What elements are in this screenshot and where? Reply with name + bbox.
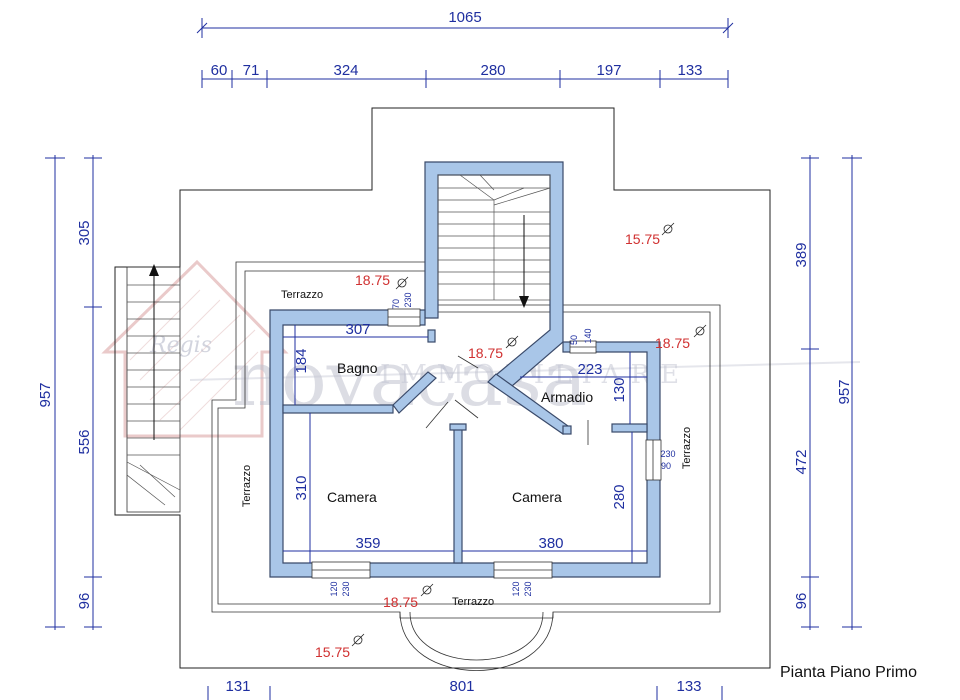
bagno-stub-wall — [427, 329, 436, 343]
dim-armadio-window-2: 140 — [583, 328, 593, 343]
armadio-right-wall — [611, 423, 648, 433]
dim-camera-left-height: 310 — [293, 475, 310, 500]
dim-armadio-window-1: 50 — [569, 335, 579, 345]
bagno-partition — [282, 404, 394, 414]
dim-top-seg-6: 133 — [677, 62, 702, 79]
level-markers: 15.75 18.75 18.75 18.75 18.75 15.75 — [315, 222, 707, 660]
dim-top-seg-2: 71 — [243, 62, 260, 79]
dim-terrazzo-door-2: 230 — [403, 292, 413, 307]
dim-armadio-width: 223 — [577, 361, 602, 378]
level-right-terrace: 18.75 — [655, 335, 690, 351]
dim-top-total: 1065 — [448, 9, 481, 26]
dim-right-seg-2: 472 — [793, 449, 810, 474]
stair-core-walls — [424, 161, 564, 393]
dim-bottom-seg-3: 133 — [676, 678, 701, 695]
dim-bagno-width: 307 — [345, 321, 370, 338]
dim-right-window-2: 90 — [661, 461, 671, 471]
terrazzo-door — [387, 308, 421, 327]
room-bagno: Bagno — [337, 360, 378, 376]
room-camera-right: Camera — [512, 489, 562, 505]
dim-top-seg-5: 197 — [596, 62, 621, 79]
terrace-bottom: Terrazzo — [452, 596, 494, 608]
dim-bottom-seg-2: 801 — [449, 678, 474, 695]
level-marker-icon — [505, 335, 519, 349]
dim-camera-right-window-1: 120 — [511, 581, 521, 596]
room-camera-left: Camera — [327, 489, 377, 505]
terrace-top: Terrazzo — [281, 289, 323, 301]
armadio-side-wall — [562, 425, 572, 435]
level-marker-icon — [395, 276, 409, 290]
dim-camera-left-window-1: 120 — [329, 581, 339, 596]
dim-left-seg-3: 96 — [76, 593, 93, 610]
dim-top-seg-1: 60 — [211, 62, 228, 79]
bagno-diagonal-wall — [392, 371, 437, 414]
level-bottom-terrace: 18.75 — [383, 594, 418, 610]
stair-down-arrow-icon — [519, 296, 529, 308]
dim-terrazzo-door-1: 70 — [391, 299, 401, 309]
camera-partition — [453, 427, 463, 564]
level-marker-icon — [351, 633, 365, 647]
dim-top-seg-3: 324 — [333, 62, 358, 79]
level-marker-icon — [661, 222, 675, 236]
interior-dimension-lines — [283, 325, 647, 563]
level-bottom-left: 15.75 — [315, 644, 350, 660]
terrace-left: Terrazzo — [241, 465, 253, 507]
door-lines — [425, 355, 589, 445]
walls — [269, 161, 661, 578]
level-top-right: 15.75 — [625, 231, 660, 247]
dim-camera-right-window-2: 230 — [523, 581, 533, 596]
dim-camera-right-height: 280 — [611, 484, 628, 509]
bay-window-arc-inner — [409, 611, 544, 661]
dim-right-window-1: 230 — [660, 449, 675, 459]
roof-outline — [114, 107, 771, 669]
dim-camera-left-width: 359 — [355, 535, 380, 552]
dimension-labels: 1065 60 71 324 280 197 133 131 801 133 9… — [37, 9, 853, 695]
terrace-labels: Terrazzo Terrazzo Terrazzo Terrazzo — [241, 289, 693, 608]
dim-right-seg-3: 96 — [793, 593, 810, 610]
dim-camera-right-width: 380 — [538, 535, 563, 552]
windows — [311, 308, 662, 579]
terrace-right: Terrazzo — [681, 427, 693, 469]
dim-left-total: 957 — [37, 382, 54, 407]
room-labels: Bagno Armadio Camera Camera — [327, 360, 593, 505]
dim-bottom-seg-1: 131 — [225, 678, 250, 695]
level-marker-icon — [693, 324, 707, 338]
stair-up-arrow-icon — [149, 264, 159, 276]
right-window — [645, 439, 662, 481]
level-marker-icon — [420, 583, 434, 597]
watermark-signature: Regis — [149, 333, 212, 358]
dim-right-seg-1: 389 — [793, 242, 810, 267]
level-top-left-terrace: 18.75 — [355, 272, 390, 288]
dim-bagno-height: 184 — [293, 348, 310, 373]
bay-window-arc — [399, 611, 554, 671]
plan-title: Pianta Piano Primo — [780, 664, 917, 681]
exterior-dimension-lines — [45, 18, 862, 700]
dim-left-seg-1: 305 — [76, 220, 93, 245]
internal-stair — [437, 174, 551, 301]
dim-left-seg-2: 556 — [76, 429, 93, 454]
dim-right-total: 957 — [836, 379, 853, 404]
perimeter-walls — [269, 309, 661, 578]
dim-camera-left-window-2: 230 — [341, 581, 351, 596]
camera-partition-cap — [449, 423, 467, 431]
room-armadio: Armadio — [541, 389, 593, 405]
dim-armadio-height: 130 — [611, 377, 628, 402]
external-stair — [126, 264, 181, 513]
watermark-house-icon — [101, 259, 289, 438]
level-landing: 18.75 — [468, 345, 503, 361]
dim-top-seg-4: 280 — [480, 62, 505, 79]
